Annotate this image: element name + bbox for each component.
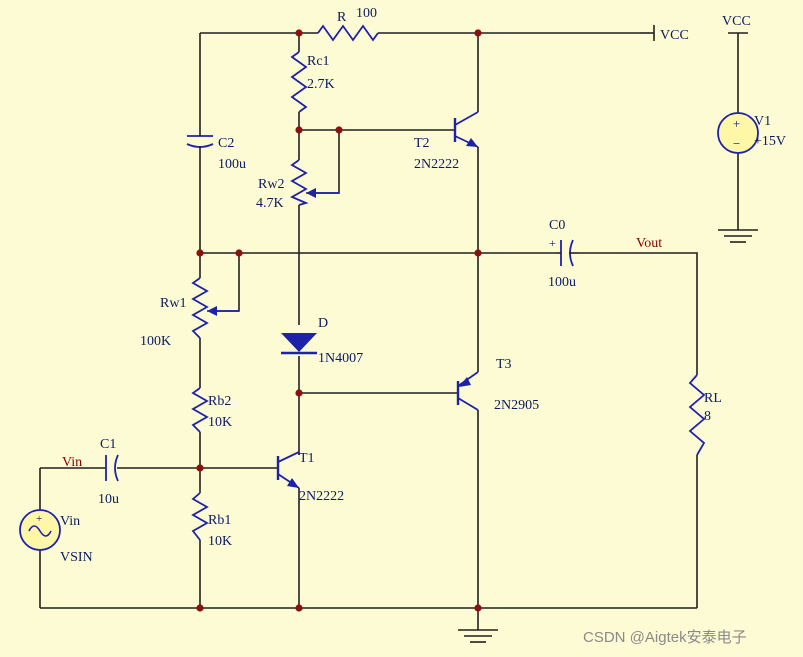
rb1-value: 10K [208,534,232,549]
vout-net-label: Vout [636,236,662,251]
diode-d [281,333,317,355]
vin-source-type: VSIN [60,550,93,565]
d-label: D [318,316,328,331]
c0-value: 100u [548,275,576,290]
rl-label: RL [704,391,722,406]
transistor-t3 [456,371,479,411]
resistor-rl [688,374,706,456]
c0-plus: + [549,236,556,250]
rc1-value: 2.7K [307,77,335,92]
vin-source-label: Vin [60,514,80,529]
resistor-rb1 [191,492,209,541]
rw1-value: 100K [140,334,171,349]
vcc-port-left [640,25,655,41]
capacitor-c0 [557,239,578,267]
v1-minus: − [733,136,740,151]
t3-type: 2N2905 [494,398,539,413]
ground-symbol-v1 [718,229,758,243]
d-type: 1N4007 [318,351,363,366]
transistor-t2 [453,111,479,148]
c1-value: 10u [98,492,119,507]
rb2-label: Rb2 [208,394,231,409]
v1-plus: + [733,116,740,131]
capacitor-c1 [105,454,119,482]
vin-net-label: Vin [62,455,82,470]
t2-type: 2N2222 [414,157,459,172]
transistor-t1 [276,451,300,489]
resistor-rc1 [290,51,308,113]
rl-value: 8 [704,409,711,424]
wires [39,32,739,630]
vcc-left-label: VCC [660,28,689,43]
resistor-r [317,24,379,42]
rb2-value: 10K [208,415,232,430]
rw2-value: 4.7K [256,196,284,211]
v1-value: +15V [754,134,786,149]
c1-label: C1 [100,437,116,452]
potentiometer-rw1 [191,277,239,339]
t3-label: T3 [496,357,512,372]
rb1-label: Rb1 [208,513,231,528]
watermark: CSDN @Aigtek安泰电子 [583,629,747,646]
r-label: R [337,10,347,25]
t1-type: 2N2222 [299,489,344,504]
junctions [196,29,482,612]
rc1-label: Rc1 [307,54,330,69]
capacitor-c2 [186,130,214,150]
vcc-right-label: VCC [722,14,751,29]
c0-label: C0 [549,218,565,233]
ground-symbol-bottom [458,629,498,643]
rw1-label: Rw1 [160,296,186,311]
t2-label: T2 [414,136,430,151]
source-vin: + [19,509,61,551]
rw2-label: Rw2 [258,177,284,192]
r-value: 100 [356,6,377,21]
resistor-rb2 [191,387,209,433]
c2-value: 100u [218,157,246,172]
v1-label: V1 [754,114,771,129]
potentiometer-rw2 [289,159,339,206]
source-v1: + − [717,112,759,154]
t1-label: T1 [299,451,315,466]
vin-plus: + [36,513,42,525]
c2-label: C2 [218,136,234,151]
